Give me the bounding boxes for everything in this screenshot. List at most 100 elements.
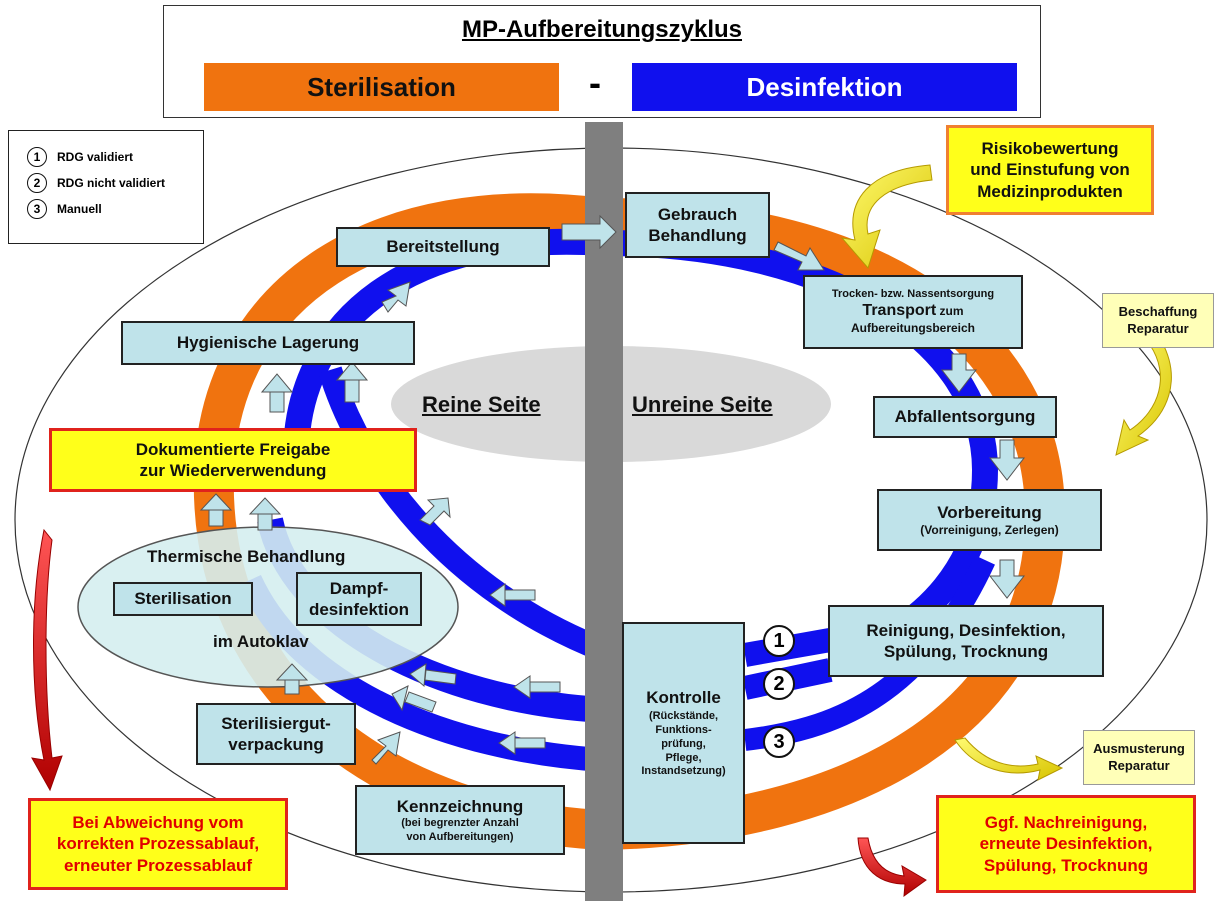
- step-reinigung-line2: Spülung, Trocknung: [883, 642, 1049, 661]
- legend-num: 3: [27, 199, 47, 219]
- step-vorbereitung: Vorbereitung (Vorreinigung, Zerlegen): [877, 489, 1102, 551]
- sterilisation-banner: Sterilisation: [204, 63, 559, 111]
- arrow-up-lager-1: [269, 391, 285, 413]
- step-freigabe-line2: zur Wiederverwendung: [139, 461, 327, 480]
- step-transport-main: Transport: [862, 302, 937, 320]
- note-abweichung-line1: Bei Abweichung vom: [72, 813, 244, 833]
- step-bereitstellung-label: Bereitstellung: [386, 237, 500, 257]
- note-ausmusterung-line2: Reparatur: [1108, 757, 1170, 773]
- step-verpackung-line2: verpackung: [228, 735, 324, 754]
- step-vorbereitung-sub: (Vorreinigung, Zerlegen): [920, 523, 1059, 538]
- note-abweichung: Bei Abweichung vom korrekten Prozessabla…: [28, 798, 288, 890]
- header-separator: -: [589, 62, 601, 103]
- step-transport: Trocken- bzw. Nassentsorgung Transport z…: [803, 275, 1023, 349]
- step-dampf-line2: desinfektion: [308, 600, 410, 619]
- legend-label: RDG validiert: [57, 150, 134, 164]
- note-risiko: Risikobewertung und Einstufung von Mediz…: [946, 125, 1154, 215]
- arrow-arc-3: [424, 669, 457, 685]
- step-kennzeichnung: Kennzeichnung (bei begrenzter Anzahl von…: [355, 785, 565, 855]
- arrow-up-freigabe-2: [257, 513, 273, 531]
- step-kennzeichnung-sub: von Aufbereitungen): [406, 830, 514, 843]
- blue-inner-arc: [318, 366, 608, 662]
- arrow-kenn-verp: [371, 731, 401, 765]
- arrow-up-freigabe-1: [208, 509, 224, 527]
- note-beschaffung-line1: Beschaffung: [1118, 304, 1198, 320]
- step-kontrolle-sub: Instandsetzung): [641, 765, 726, 778]
- path-number-2: 2: [763, 668, 795, 700]
- red-arrow-left: [31, 528, 63, 792]
- note-abweichung-line3: erneuter Prozessablauf: [63, 855, 252, 875]
- step-sterilisation: Sterilisation: [113, 582, 253, 616]
- arrow-up-therm-head: [275, 663, 309, 681]
- center-divider: [585, 122, 623, 901]
- note-nachreinigung-line2: erneute Desinfektion,: [979, 834, 1153, 854]
- arrow-arc-4-head: [513, 675, 531, 699]
- note-nachreinigung: Ggf. Nachreinigung, erneute Desinfektion…: [936, 795, 1196, 893]
- arrow-arc-2: [504, 589, 536, 601]
- step-lagerung: Hygienische Lagerung: [121, 321, 415, 365]
- step-kontrolle: Kontrolle (Rückstände, Funktions- prüfun…: [622, 622, 745, 844]
- step-abfall-label: Abfallentsorgung: [894, 407, 1036, 427]
- note-beschaffung-line2: Reparatur: [1127, 320, 1189, 336]
- step-kontrolle-title: Kontrolle: [646, 688, 721, 707]
- sterilisation-label: Sterilisation: [307, 71, 456, 102]
- arrow-up-bereit: [381, 281, 411, 313]
- arrow-arc-5: [404, 691, 437, 713]
- arrow-to-gebrauch: [561, 214, 617, 250]
- yellow-arrow-risiko: [840, 164, 933, 270]
- note-risiko-line1: Risikobewertung: [981, 139, 1119, 159]
- legend-item: 2 RDG nicht validiert: [27, 173, 203, 193]
- arrow-up-lager-1-head: [260, 373, 294, 393]
- arrow-arc-4: [529, 681, 561, 693]
- arrow-abfall-vorb: [988, 439, 1026, 481]
- step-verpackung: Sterilisiergut- verpackung: [196, 703, 356, 765]
- desinfektion-banner: Desinfektion: [632, 63, 1017, 111]
- step-reinigung-line1: Reinigung, Desinfektion,: [866, 620, 1066, 640]
- step-vorbereitung-title: Vorbereitung: [937, 502, 1042, 522]
- arrow-arc-2-head: [489, 583, 506, 607]
- arrow-vorb-rein: [988, 559, 1026, 599]
- path-number-1: 1: [763, 625, 795, 657]
- legend-label: Manuell: [57, 202, 102, 216]
- arrow-arc-6: [514, 737, 546, 749]
- arrow-arc-5-head: [391, 685, 409, 712]
- legend: 1 RDG validiert 2 RDG nicht validiert 3 …: [8, 130, 204, 244]
- legend-item: 1 RDG validiert: [27, 147, 203, 167]
- header-panel: MP-Aufbereitungszyklus Sterilisation - D…: [163, 5, 1041, 118]
- step-kontrolle-sub: Funktions-: [655, 724, 712, 736]
- step-lagerung-label: Hygienische Lagerung: [176, 333, 360, 353]
- yellow-arrow-ausmusterung: [954, 737, 1064, 781]
- arrow-up-lager-2-head: [335, 361, 369, 381]
- arrow-up-therm: [284, 679, 300, 695]
- legend-num: 2: [27, 173, 47, 193]
- yellow-arrow-beschaffung: [1115, 341, 1172, 456]
- red-arrow-right: [857, 837, 927, 898]
- step-transport-post: Aufbereitungsbereich: [850, 321, 976, 336]
- step-transport-zum: zum: [936, 304, 964, 319]
- step-kontrolle-sub: Pflege,: [665, 751, 702, 764]
- step-bereitstellung: Bereitstellung: [336, 227, 550, 267]
- arrow-arc-6-head: [498, 731, 516, 755]
- step-reinigung: Reinigung, Desinfektion, Spülung, Trockn…: [828, 605, 1104, 677]
- step-freigabe: Dokumentierte Freigabe zur Wiederverwend…: [49, 428, 417, 492]
- note-beschaffung: Beschaffung Reparatur: [1102, 293, 1214, 348]
- clean-side-label: Reine Seite: [422, 392, 541, 417]
- arrow-up-freigabe-1-head: [199, 493, 233, 511]
- note-risiko-line2: und Einstufung von: [970, 160, 1130, 180]
- flow-arrows: [199, 214, 1026, 765]
- note-abweichung-line2: korrekten Prozessablauf,: [56, 834, 260, 854]
- thermal-title: Thermische Behandlung: [147, 547, 346, 566]
- step-transport-pre: Trocken- bzw. Nassentsorgung: [831, 287, 995, 300]
- step-kontrolle-sub: prüfung,: [661, 737, 706, 750]
- step-kennzeichnung-sub: (bei begrenzter Anzahl: [401, 816, 519, 829]
- step-gebrauch-line1: Gebrauch: [657, 204, 738, 224]
- step-freigabe-line1: Dokumentierte Freigabe: [135, 439, 331, 459]
- unclean-side-label: Unreine Seite: [632, 392, 773, 417]
- note-nachreinigung-line3: Spülung, Trocknung: [983, 855, 1149, 875]
- desinfektion-label: Desinfektion: [746, 71, 903, 102]
- legend-num: 1: [27, 147, 47, 167]
- step-kontrolle-sub: (Rückstände,: [648, 710, 719, 723]
- legend-label: RDG nicht validiert: [57, 176, 166, 190]
- step-gebrauch-line2: Behandlung: [648, 226, 747, 245]
- path-number-3: 3: [763, 726, 795, 758]
